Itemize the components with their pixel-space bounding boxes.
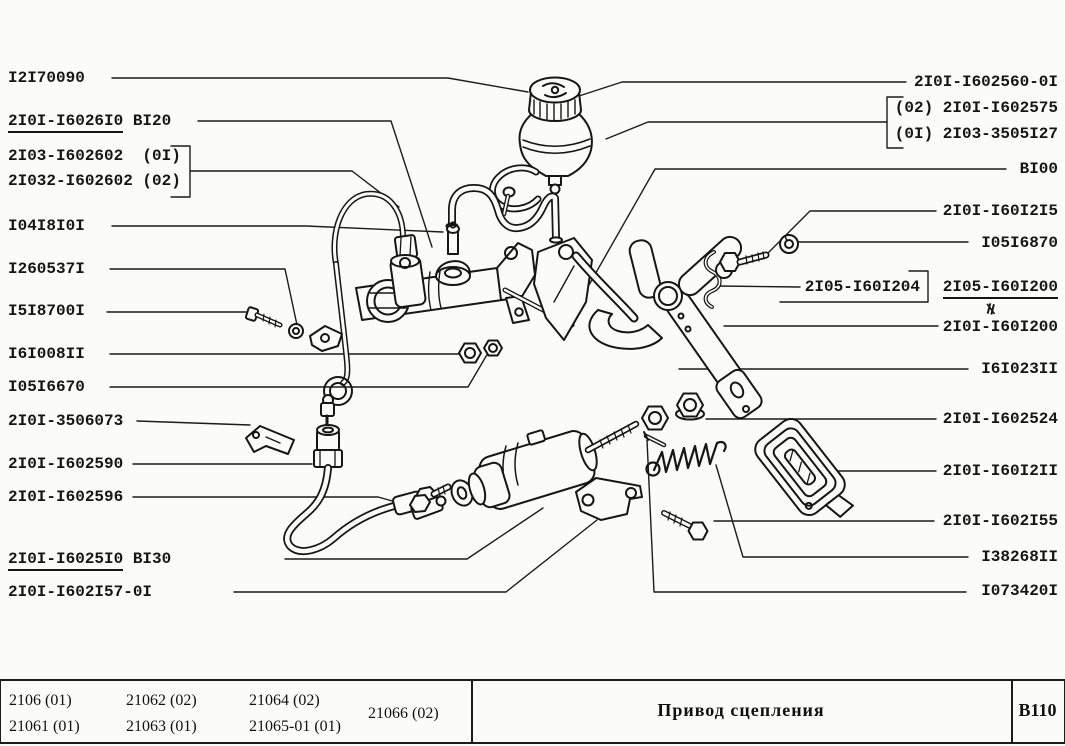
- part-number-label: 2I0I-I602524: [942, 410, 1058, 428]
- reservoir: [518, 76, 593, 195]
- mounting-flange: [496, 242, 536, 324]
- part-number-label: 2I0I-I60I200: [942, 318, 1058, 336]
- model-cell: 21066 (02): [368, 705, 439, 722]
- master-cylinder: [355, 221, 536, 324]
- slave-cylinder: [467, 420, 640, 510]
- model-cell: 21064 (02): [249, 692, 320, 709]
- inlet-boss: [435, 221, 471, 286]
- part-number-label: 2I032-I602602 (02): [8, 172, 181, 190]
- part-number-label: I260537I: [8, 260, 85, 278]
- part-number-label: 2I03-I602602 (0I): [8, 147, 181, 165]
- leader-lines: [106, 77, 1007, 593]
- part-number-label: 2I0I-I602I55: [942, 512, 1058, 530]
- part-number-label: 2I0I-I6026I0 BI20: [8, 112, 171, 133]
- part-number-label: I073420I: [981, 582, 1058, 600]
- pedal-nuts: [458, 339, 503, 364]
- model-cell: 2106 (01): [9, 692, 72, 709]
- mounting-bracket: [575, 477, 643, 521]
- title-block: 2106 (01) 21062 (02) 21064 (02) 21061 (0…: [0, 679, 1065, 744]
- pedal-bracket: [533, 237, 593, 341]
- union-bolt: [244, 306, 283, 328]
- reservoir-cap: [528, 76, 582, 122]
- sheet-code: B110: [1018, 700, 1057, 720]
- banjo-bolt: [409, 494, 447, 520]
- part-number-label: I5I8700I: [8, 302, 85, 320]
- part-number-label: (02) 2I0I-I602575: [894, 99, 1058, 117]
- table-divider: [1011, 681, 1013, 742]
- hose-bracket: [245, 425, 295, 455]
- outlet-boss: [389, 254, 427, 309]
- clutch-pedal: [571, 251, 663, 350]
- part-number-label: I04I8I0I: [8, 217, 85, 235]
- pipe-end-fitting: [313, 424, 343, 468]
- model-cell: 21065-01 (01): [249, 718, 341, 735]
- diagram-title: Привод сцепления: [657, 700, 825, 720]
- part-number-label: BI00: [1019, 160, 1058, 178]
- model-cell: 21063 (01): [126, 718, 197, 735]
- reservoir-nipple: [548, 175, 562, 195]
- part-number-label: 2I0I-I602590: [8, 455, 124, 473]
- part-number-label: 2I0I-I60I2I5: [942, 202, 1058, 220]
- part-number-label: I6I008II: [8, 345, 85, 363]
- fork-end-tab: [715, 368, 763, 420]
- part-number-label: (0I) 2I03-3505I27: [894, 125, 1058, 143]
- model-cell: 21061 (01): [9, 718, 80, 735]
- part-number-label: I6I023II: [981, 360, 1058, 378]
- pedal-hook: [588, 309, 663, 350]
- flex-hose: [283, 464, 474, 556]
- part-number-label: 2I0I-I602560-0I: [913, 73, 1058, 91]
- part-number-label: 2I0I-I60I2II: [942, 462, 1058, 480]
- slave-pushrod: [584, 420, 640, 454]
- pivot-bolt: [661, 510, 709, 541]
- adjusting-nuts: [641, 392, 705, 431]
- part-number-label: 2I0I-I602I57-0I: [8, 583, 153, 601]
- part-number-label: 2I05-I60I204: [804, 278, 920, 296]
- return-spring: [645, 441, 727, 477]
- retaining-pin: [643, 431, 667, 448]
- part-number-label: I2I70090: [8, 69, 85, 87]
- pipe-clamp: [309, 325, 343, 352]
- table-divider: [471, 681, 473, 742]
- part-number-label: I05I6670: [8, 378, 85, 396]
- lock-washer: [779, 234, 799, 254]
- pedal-pad: [754, 417, 854, 518]
- flare-nut: [393, 234, 419, 260]
- label-bracket: [779, 270, 929, 303]
- fork-retaining-spring: [703, 250, 722, 309]
- part-number-label: I38268II: [981, 548, 1058, 566]
- small-washer: [288, 323, 304, 339]
- part-number-label: I05I6870: [981, 234, 1058, 252]
- model-cell: 21062 (02): [126, 692, 197, 709]
- bleeder-valve: [320, 394, 335, 427]
- part-number-label: 2I0I-I602596: [8, 488, 124, 506]
- adjusting-bolt: [715, 251, 770, 279]
- part-number-label: 2I0I-3506073: [8, 412, 124, 430]
- part-number-label: 2I05-I60I200: [942, 278, 1058, 299]
- clutch-pipe: [313, 190, 419, 468]
- part-number-label: 2I0I-I6025I0 BI30: [8, 550, 171, 571]
